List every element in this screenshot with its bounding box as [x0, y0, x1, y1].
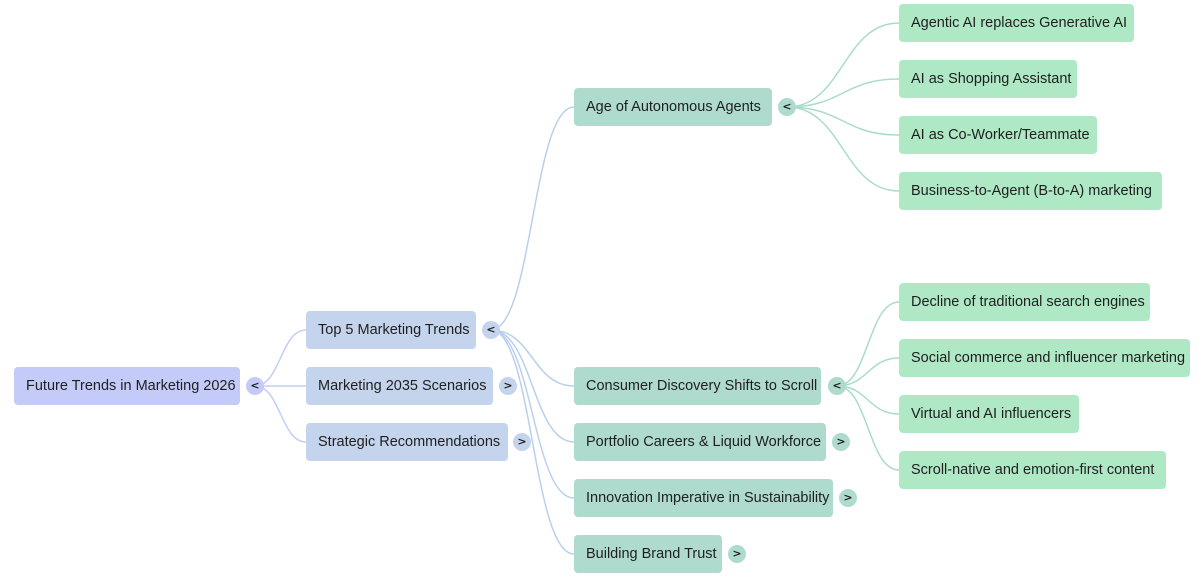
leaf-b2a-marketing[interactable]: Business-to-Agent (B-to-A) marketing	[899, 172, 1162, 210]
link-agents-to-leaf-1	[786, 78, 900, 108]
link-discovery-to-leaf-2	[836, 385, 900, 415]
top-5-trends-collapse-toggle[interactable]: <	[482, 321, 500, 339]
marketing-2035-expand-toggle[interactable]: >	[499, 377, 517, 395]
link-discovery-to-leaf-0	[836, 301, 900, 387]
link-discovery-to-leaf-3	[836, 385, 900, 471]
node-strategic-recommendations[interactable]: Strategic Recommendations	[306, 423, 508, 461]
leaf-agentic-ai[interactable]: Agentic AI replaces Generative AI	[899, 4, 1134, 42]
leaf-scroll-native-content[interactable]: Scroll-native and emotion-first content	[899, 451, 1166, 489]
link-trends-to-level2-2	[490, 329, 575, 443]
leaf-ai-coworker[interactable]: AI as Co-Worker/Teammate	[899, 116, 1097, 154]
autonomous-agents-collapse-toggle[interactable]: <	[778, 98, 796, 116]
root-node[interactable]: Future Trends in Marketing 2026	[14, 367, 240, 405]
leaf-virtual-ai-influencers[interactable]: Virtual and AI influencers	[899, 395, 1079, 433]
building-brand-trust-expand-toggle[interactable]: >	[728, 545, 746, 563]
leaf-ai-shopping-assistant[interactable]: AI as Shopping Assistant	[899, 60, 1077, 98]
link-trends-to-level2-1	[490, 329, 575, 387]
link-agents-to-leaf-2	[786, 106, 900, 136]
node-portfolio-careers[interactable]: Portfolio Careers & Liquid Workforce	[574, 423, 826, 461]
link-discovery-to-leaf-1	[836, 357, 900, 387]
node-top-5-marketing-trends[interactable]: Top 5 Marketing Trends	[306, 311, 476, 349]
link-root-to-level1-0	[254, 329, 307, 387]
link-trends-to-level2-0	[490, 106, 575, 331]
root-collapse-toggle[interactable]: <	[246, 377, 264, 395]
link-root-to-level1-2	[254, 385, 307, 443]
node-age-of-autonomous-agents[interactable]: Age of Autonomous Agents	[574, 88, 772, 126]
leaf-social-commerce[interactable]: Social commerce and influencer marketing	[899, 339, 1190, 377]
node-innovation-imperative[interactable]: Innovation Imperative in Sustainability	[574, 479, 833, 517]
link-trends-to-level2-4	[490, 329, 575, 555]
node-consumer-discovery-shifts[interactable]: Consumer Discovery Shifts to Scroll	[574, 367, 821, 405]
link-agents-to-leaf-3	[786, 106, 900, 192]
consumer-discovery-collapse-toggle[interactable]: <	[828, 377, 846, 395]
node-building-brand-trust[interactable]: Building Brand Trust	[574, 535, 722, 573]
node-marketing-2035-scenarios[interactable]: Marketing 2035 Scenarios	[306, 367, 493, 405]
link-agents-to-leaf-0	[786, 22, 900, 108]
strategic-recommendations-expand-toggle[interactable]: >	[513, 433, 531, 451]
link-trends-to-level2-3	[490, 329, 575, 499]
leaf-decline-search-engines[interactable]: Decline of traditional search engines	[899, 283, 1150, 321]
innovation-imperative-expand-toggle[interactable]: >	[839, 489, 857, 507]
portfolio-careers-expand-toggle[interactable]: >	[832, 433, 850, 451]
